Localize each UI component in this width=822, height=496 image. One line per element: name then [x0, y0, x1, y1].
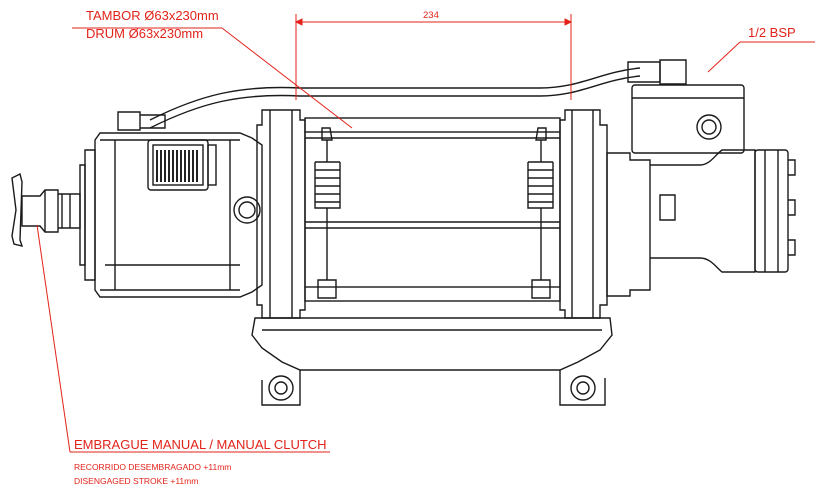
mounting-frame: [251, 317, 613, 406]
drum-label-es: TAMBOR Ø63x230mm: [86, 8, 219, 23]
spring-icon: [527, 127, 554, 299]
gearbox-housing: [79, 132, 263, 298]
vent-grille: [156, 150, 200, 182]
spring-icon: [314, 127, 341, 299]
dimension-label: 234: [423, 10, 439, 21]
valve-block: [631, 84, 745, 154]
hydraulic-hose: [117, 59, 687, 131]
stroke-label-en: DISENGAGED STROKE +11mm: [74, 476, 199, 486]
stroke-label-es: RECORRIDO DESEMBRAGADO +11mm: [74, 462, 232, 472]
drum-left-flange: [256, 109, 306, 319]
annotation-lines: [36, 14, 815, 453]
drum-body: [304, 117, 561, 302]
hex-bolt-icon: [696, 114, 722, 140]
port-label: 1/2 BSP: [748, 25, 796, 40]
clutch-title: EMBRAGUE MANUAL / MANUAL CLUTCH: [74, 437, 327, 452]
hex-bolt-icon: [233, 196, 261, 224]
drum-label-en: DRUM Ø63x230mm: [86, 26, 204, 41]
hydraulic-motor-icon: [606, 149, 796, 297]
clutch-handle-icon: [11, 172, 81, 247]
drum-right-flange: [559, 109, 608, 319]
